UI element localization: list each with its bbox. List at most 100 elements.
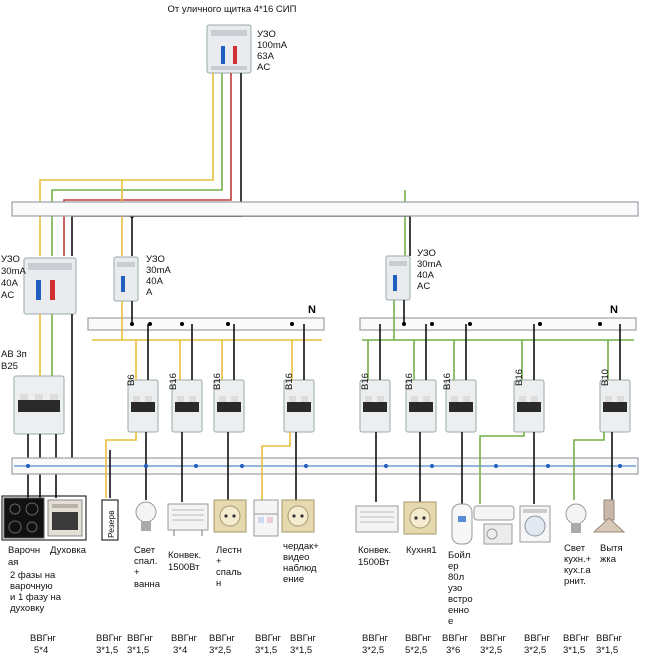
svg-text:3*4: 3*4 xyxy=(173,645,187,656)
left-breaker-3p xyxy=(13,375,65,435)
svg-text:3*1,5: 3*1,5 xyxy=(255,645,277,656)
neutral-bar-right xyxy=(359,317,637,331)
svg-text:Варочн: Варочн xyxy=(8,545,40,556)
svg-text:1500Вт: 1500Вт xyxy=(168,562,200,573)
svg-text:3*1,5: 3*1,5 xyxy=(596,645,618,656)
svg-text:жка: жка xyxy=(600,554,617,565)
rcd-3-label: УЗО 30mA 40A AC xyxy=(417,248,442,292)
svg-text:и 1 фазу на: и 1 фазу на xyxy=(10,592,62,603)
breaker-1 xyxy=(127,324,159,433)
breaker-label-8: В16 xyxy=(514,369,525,386)
load-label-stairs: Лестн + спаль н xyxy=(216,545,242,589)
svg-text:1500Вт: 1500Вт xyxy=(358,557,390,568)
load-label-kitchen: Кухня1 xyxy=(406,545,437,556)
svg-text:3*1,5: 3*1,5 xyxy=(563,645,585,656)
left-rcd xyxy=(23,257,77,315)
svg-text:ВВГнг: ВВГнг xyxy=(209,633,236,644)
light-bulb-icon xyxy=(135,501,157,531)
svg-text:рнит.: рнит. xyxy=(564,576,586,587)
svg-text:ванна: ванна xyxy=(134,579,161,590)
breaker-label-1: В6 xyxy=(126,374,137,386)
phases-note: 2 фазы на варочную и 1 фазу на духовку xyxy=(10,570,62,614)
reserve-box: Резерв xyxy=(101,499,119,541)
svg-text:УЗО: УЗО xyxy=(146,254,165,265)
svg-text:узо: узо xyxy=(448,583,462,594)
svg-text:5*2,5: 5*2,5 xyxy=(405,645,427,656)
svg-text:3*2,5: 3*2,5 xyxy=(524,645,546,656)
hob-oven-frame xyxy=(1,495,87,541)
fridge-icon xyxy=(253,499,279,537)
left-rcd-label: УЗО 30mA 40A AC xyxy=(1,254,26,301)
convector-icon xyxy=(355,505,399,533)
breaker-label-6: В16 xyxy=(404,373,415,390)
svg-text:Свет: Свет xyxy=(134,545,156,556)
svg-text:A: A xyxy=(146,287,153,298)
svg-text:40A: 40A xyxy=(1,278,19,289)
convector-icon xyxy=(167,503,209,536)
cooker-hood-icon xyxy=(592,499,626,533)
breaker-7 xyxy=(445,324,477,433)
svg-text:Конвек.: Конвек. xyxy=(168,550,201,561)
svg-text:3*2,5: 3*2,5 xyxy=(209,645,231,656)
breaker-label-4: В16 xyxy=(284,373,295,390)
svg-text:30mA: 30mA xyxy=(1,266,26,277)
svg-text:наблюд: наблюд xyxy=(283,563,317,574)
svg-text:ение: ение xyxy=(283,574,304,585)
svg-text:чердак+: чердак+ xyxy=(283,541,319,552)
earth-terminals xyxy=(26,464,622,468)
svg-text:ВВГнг: ВВГнг xyxy=(96,633,123,644)
svg-text:ер: ер xyxy=(448,561,459,572)
washing-machine-icon xyxy=(519,505,551,543)
svg-text:ВВГнг: ВВГнг xyxy=(362,633,389,644)
svg-text:AC: AC xyxy=(1,290,14,301)
svg-text:ВВГнг: ВВГнг xyxy=(405,633,432,644)
load-label-light-kitchen: Свет кухн.+ кух.г.а рнит. xyxy=(564,543,592,587)
svg-text:2 фазы на: 2 фазы на xyxy=(10,570,56,581)
svg-text:кухн.+: кухн.+ xyxy=(564,554,592,565)
svg-text:спаль: спаль xyxy=(216,567,242,578)
socket-icon xyxy=(281,499,315,533)
boiler-icon xyxy=(451,503,473,545)
svg-text:ВВГнг: ВВГнг xyxy=(30,633,57,644)
breaker-2 xyxy=(171,324,203,433)
air-conditioner-icon xyxy=(473,505,515,545)
svg-text:УЗО: УЗО xyxy=(417,248,436,259)
svg-text:AC: AC xyxy=(417,281,430,292)
svg-text:3*1,5: 3*1,5 xyxy=(96,645,118,656)
breaker-3 xyxy=(213,324,245,433)
svg-text:ВВГнг: ВВГнг xyxy=(524,633,551,644)
svg-text:ВВГнг: ВВГнг xyxy=(290,633,317,644)
load-label-convector-2: Конвек. 1500Вт xyxy=(358,545,391,568)
neutral-label-right: N xyxy=(610,304,618,316)
breaker-9 xyxy=(599,324,631,433)
hob-icon xyxy=(3,497,45,539)
header-title: От уличного щитка 4*16 СИП xyxy=(168,4,297,15)
light-bulb-icon xyxy=(565,503,587,533)
svg-text:духовку: духовку xyxy=(10,603,45,614)
svg-text:Свет: Свет xyxy=(564,543,586,554)
breaker-label-9: В10 xyxy=(600,369,611,386)
neutral-terminals xyxy=(130,322,602,326)
rcd-2 xyxy=(113,256,139,302)
svg-text:AC: AC xyxy=(257,62,270,73)
load-label-oven: Духовка xyxy=(50,545,87,556)
svg-text:УЗО: УЗО xyxy=(1,254,20,265)
reserve-label: Резерв xyxy=(106,510,116,538)
svg-text:ая: ая xyxy=(8,557,18,568)
svg-text:ВВГнг: ВВГнг xyxy=(442,633,469,644)
load-wires xyxy=(105,432,613,504)
svg-text:3*6: 3*6 xyxy=(446,645,460,656)
svg-text:н: н xyxy=(216,578,221,589)
breakers xyxy=(127,324,631,433)
